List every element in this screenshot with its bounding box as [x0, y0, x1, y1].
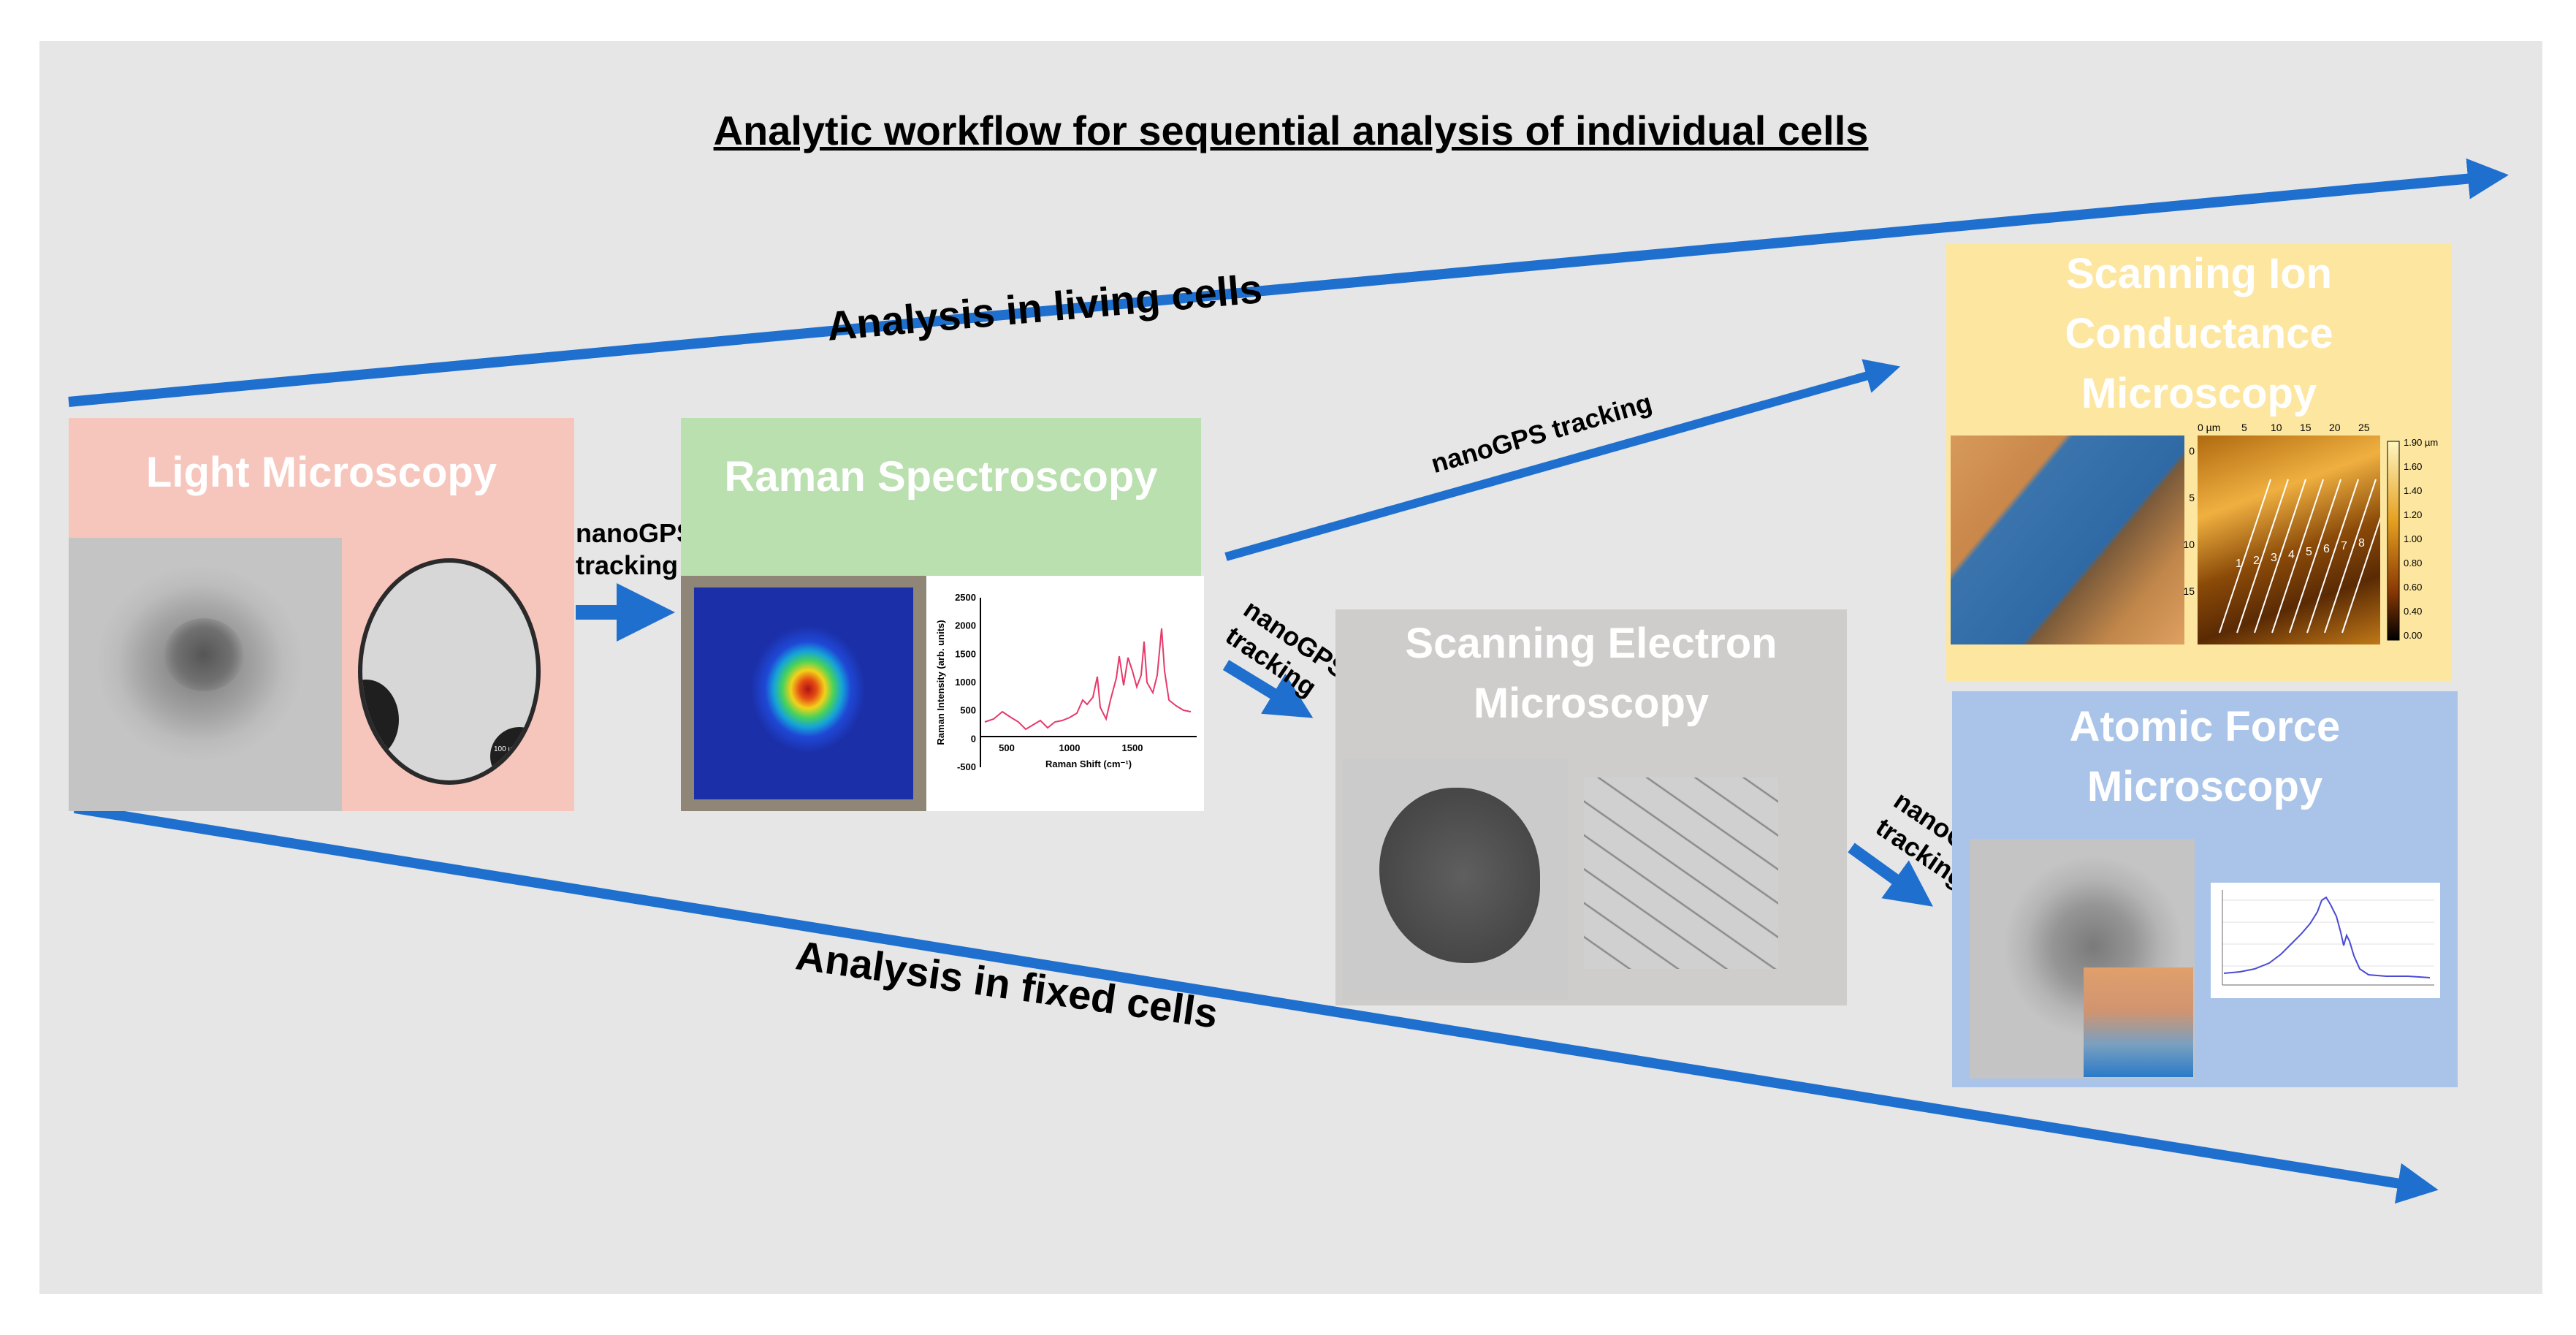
raman-chart-background — [926, 576, 1204, 811]
sem-detail-image — [1584, 777, 1778, 969]
sicm-colorbar-label: 1.20 — [2404, 509, 2422, 520]
raman-spectroscopy-box: Raman Spectroscopy 2500 2000 1500 1000 500 0 -… — [681, 418, 1204, 811]
sicm-colorbar-label: 1.00 — [2404, 533, 2422, 544]
sicm-colorbar-label: 0.80 — [2404, 558, 2422, 568]
sicm-scan-line-number: 2 — [2253, 555, 2260, 567]
sicm-scan-line-number: 1 — [2236, 558, 2242, 570]
raman-intensity-map — [681, 576, 926, 811]
raman-to-sicm-arrow — [1224, 359, 1901, 561]
sicm-colorbar-label: 0.00 — [2404, 630, 2422, 641]
raman-spectrum-line — [984, 628, 1192, 731]
raman-x-axis-label: Raman Shift (cm⁻¹) — [1045, 758, 1132, 769]
sicm-scan-line-number: 5 — [2306, 546, 2312, 558]
sicm-scan-line-number: 7 — [2341, 540, 2347, 552]
sicm-x-tick-label: 20 — [2329, 422, 2341, 433]
sicm-x-tick-label: 5 — [2241, 422, 2247, 433]
light-microscopy-well-image: 100 µm — [342, 538, 574, 811]
sem-to-afm-arrow — [1848, 843, 1933, 907]
raman-y-tick-label: 1500 — [955, 648, 976, 659]
living-cells-arrow — [68, 158, 2509, 407]
fixed-cells-arrow — [73, 803, 2439, 1204]
sicm-scan-line — [2306, 479, 2359, 634]
diagram-canvas: Analytic workflow for sequential analysi… — [39, 41, 2542, 1294]
sicm-scan-line — [2254, 479, 2306, 634]
afm-cell-image — [1970, 839, 2195, 1079]
raman-y-tick-label: 0 — [971, 733, 976, 744]
afm-overlay-image — [2084, 967, 2193, 1077]
sicm-colorbar — [2387, 441, 2400, 641]
workflow-arrows — [68, 158, 2509, 1204]
raman-spectroscopy-title: Raman Spectroscopy — [724, 453, 1158, 501]
raman-y-tick-label: 500 — [960, 705, 976, 716]
raman-y-tick-label: -500 — [957, 761, 976, 772]
sem-cell-image — [1343, 758, 1568, 1000]
sicm-scan-line — [2271, 479, 2324, 634]
raman-to-sem-arrow — [1222, 660, 1314, 718]
sicm-x-tick-label: 10 — [2271, 422, 2282, 433]
raman-y-tick-label: 1000 — [955, 677, 976, 688]
raman-y-axis-label: Raman Intensity (arb. units) — [935, 620, 946, 745]
afm-profile-line — [2223, 896, 2431, 978]
sicm-scan-line-number: 8 — [2358, 537, 2365, 549]
afm-chart-background — [2211, 883, 2440, 998]
sicm-scan-line — [2236, 479, 2289, 634]
light-microscopy-title: Light Microscopy — [145, 449, 498, 496]
sicm-scan-line-number: 3 — [2271, 552, 2277, 564]
sicm-x-tick-label: 25 — [2358, 422, 2370, 433]
sicm-scan-line — [2324, 479, 2377, 634]
diagram-title: Analytic workflow for sequential analysi… — [713, 107, 1869, 153]
sicm-y-tick-label: 5 — [2189, 492, 2195, 503]
raman-x-tick-label: 500 — [999, 742, 1015, 753]
sicm-scan-line-number: 4 — [2288, 549, 2295, 561]
sicm-scan-line-number: 6 — [2323, 543, 2330, 555]
sicm-y-tick-label: 10 — [2183, 539, 2195, 550]
light-microscopy-box: Light Microscopy 100 µm — [69, 418, 574, 811]
sicm-y-tick-label: 15 — [2183, 585, 2195, 597]
sicm-x-tick-label: 15 — [2300, 422, 2312, 433]
sicm-colorbar-label: 0.40 — [2404, 606, 2422, 617]
raman-y-tick-label: 2500 — [955, 592, 976, 603]
sicm-colorbar-label: 1.40 — [2404, 485, 2422, 496]
raman-x-tick-label: 1000 — [1059, 742, 1081, 753]
sicm-scan-line — [2289, 479, 2341, 634]
sicm-x-unit: 0 µm — [2198, 422, 2220, 433]
sicm-colorbar-label: 1.90 µm — [2404, 437, 2438, 448]
afm-profile-chart — [2211, 883, 2440, 998]
sicm-scan-line — [2341, 516, 2380, 634]
sicm-colorbar-label: 0.60 — [2404, 582, 2422, 593]
raman-y-tick-label: 2000 — [955, 620, 976, 631]
scale-bar-label: 100 µm — [494, 745, 519, 753]
light-microscopy-cell-image — [69, 538, 342, 811]
sicm-topography-image — [1951, 436, 2184, 644]
sicm-scan-line — [2219, 479, 2271, 634]
sicm-colorbar-label: 1.60 — [2404, 461, 2422, 472]
raman-x-tick-label: 1500 — [1122, 742, 1143, 753]
sicm-y-tick-label: 0 — [2189, 445, 2195, 457]
